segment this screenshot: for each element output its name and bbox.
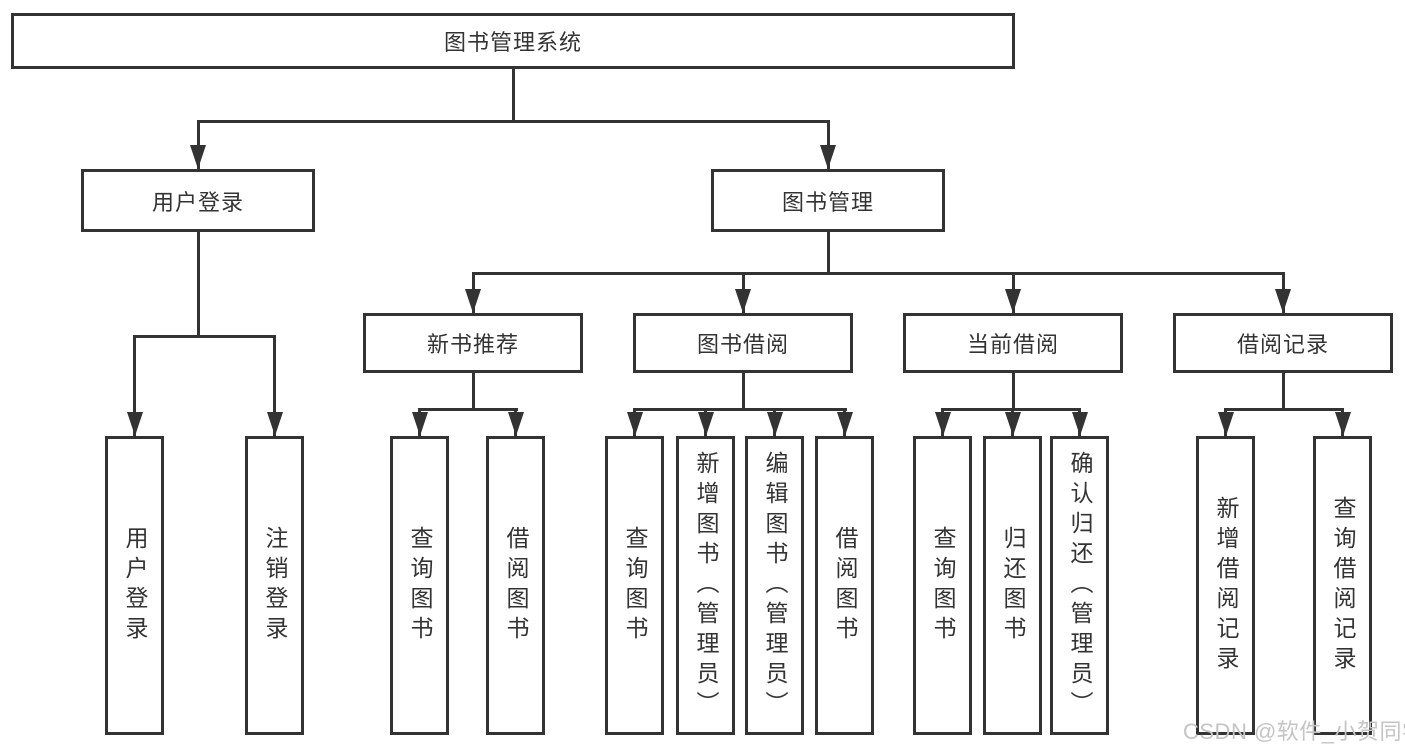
connector-line (1281, 373, 1285, 408)
connector-line (196, 232, 200, 335)
arrowhead-icon (507, 412, 524, 436)
connector-line (741, 373, 745, 408)
node-new-book-rec-label: 新书推荐 (426, 332, 519, 357)
leaf-label: 新增借阅记录 (1213, 495, 1239, 676)
arrowhead-icon (1005, 289, 1021, 313)
arrowhead-icon (820, 145, 836, 169)
connector-line (196, 120, 200, 169)
arrowhead-icon (766, 412, 783, 436)
connector-line (471, 272, 1285, 275)
leaf-label: 确认归还（管理员） (1067, 450, 1093, 721)
leaf-label: 新增图书（管理员） (693, 450, 719, 721)
leaf-label: 注销登录 (262, 525, 288, 646)
leaf-edit-books-admin: 编辑图书（管理员） (745, 436, 804, 735)
arrowhead-icon (126, 412, 143, 436)
node-current-borrow-label: 当前借阅 (966, 332, 1059, 357)
connector-line (418, 408, 518, 411)
leaf-borrow-books: 借阅图书 (815, 436, 874, 735)
leaf-logout: 注销登录 (245, 436, 304, 735)
arrowhead-icon (836, 412, 853, 436)
arrowhead-icon (697, 412, 714, 436)
node-book-borrow-label: 图书借阅 (696, 332, 789, 357)
connector-line (133, 335, 136, 436)
leaf-label: 查询借阅记录 (1330, 495, 1356, 676)
arrowhead-icon (626, 412, 643, 436)
node-borrow-records-label: 借阅记录 (1236, 332, 1329, 357)
leaf-query-borrow-record: 查询借阅记录 (1313, 436, 1372, 735)
arrowhead-icon (266, 412, 283, 436)
arrowhead-icon (735, 289, 751, 313)
node-user-login: 用户登录 (81, 169, 315, 232)
node-book-mgmt-label: 图书管理 (781, 189, 874, 215)
leaf-label: 归还图书 (1000, 525, 1026, 646)
node-user-login-label: 用户登录 (151, 189, 244, 215)
leaf-borrow-books-rec: 借阅图书 (486, 436, 545, 735)
connector-line (1011, 373, 1015, 408)
connector-line (826, 232, 830, 272)
leaf-return-books: 归还图书 (983, 436, 1042, 735)
leaf-confirm-return-admin: 确认归还（管理员） (1050, 436, 1109, 735)
leaf-add-books-admin: 新增图书（管理员） (676, 436, 735, 735)
arrowhead-icon (411, 412, 428, 436)
connector-line (471, 373, 475, 408)
node-root-label: 图书管理系统 (443, 30, 582, 55)
node-book-mgmt: 图书管理 (711, 169, 945, 232)
arrowhead-icon (934, 412, 951, 436)
arrowhead-icon (190, 145, 206, 169)
leaf-label: 用户登录 (122, 525, 148, 646)
connector-line (1224, 408, 1344, 411)
watermark: CSDN @软件_小贺同学 (1183, 719, 1405, 744)
leaf-label: 查询图书 (622, 525, 648, 646)
node-new-book-rec: 新书推荐 (363, 313, 583, 373)
connector-line (133, 335, 276, 338)
leaf-add-borrow-record: 新增借阅记录 (1196, 436, 1255, 735)
leaf-query-books-rec: 查询图书 (390, 436, 449, 735)
leaf-label: 借阅图书 (503, 525, 529, 646)
arrowhead-icon (465, 289, 481, 313)
leaf-label: 查询图书 (407, 525, 433, 646)
leaf-label: 查询图书 (930, 525, 956, 646)
arrowhead-icon (1334, 412, 1351, 436)
connector-line (273, 335, 276, 436)
arrowhead-icon (1275, 289, 1291, 313)
leaf-user-login: 用户登录 (105, 436, 164, 735)
arrowhead-icon (1071, 412, 1088, 436)
connector-line (196, 120, 830, 123)
leaf-label: 借阅图书 (832, 525, 858, 646)
node-current-borrow: 当前借阅 (903, 313, 1123, 373)
leaf-label: 编辑图书（管理员） (762, 450, 788, 721)
node-book-borrow: 图书借阅 (633, 313, 853, 373)
leaf-query-books-current: 查询图书 (913, 436, 972, 735)
connector-line (511, 69, 515, 123)
leaf-query-books: 查询图书 (605, 436, 664, 735)
connector-line (633, 408, 847, 411)
node-borrow-records: 借阅记录 (1173, 313, 1393, 373)
arrowhead-icon (1217, 412, 1234, 436)
connector-line (826, 120, 830, 169)
arrowhead-icon (1004, 412, 1021, 436)
node-root: 图书管理系统 (11, 13, 1015, 69)
